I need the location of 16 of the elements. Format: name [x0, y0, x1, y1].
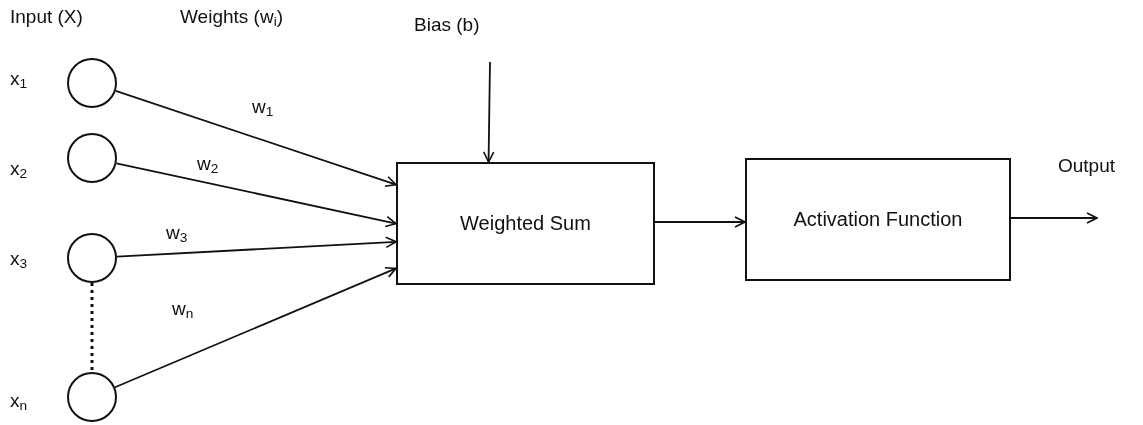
arrow	[114, 90, 397, 187]
arrow	[1010, 212, 1098, 224]
arrow	[116, 236, 397, 258]
input-circle	[67, 372, 117, 422]
box-label: Activation Function	[793, 208, 963, 231]
arrow	[114, 266, 397, 389]
input-circle	[67, 233, 117, 283]
process-box	[745, 158, 1011, 281]
dotted-line	[90, 283, 94, 372]
input-circle	[67, 58, 117, 108]
arrow	[654, 216, 746, 228]
box-label: Weighted Sum	[460, 212, 591, 235]
arrow	[115, 162, 397, 228]
process-box	[396, 162, 655, 285]
arrow	[482, 61, 495, 163]
input-circle	[67, 133, 117, 183]
